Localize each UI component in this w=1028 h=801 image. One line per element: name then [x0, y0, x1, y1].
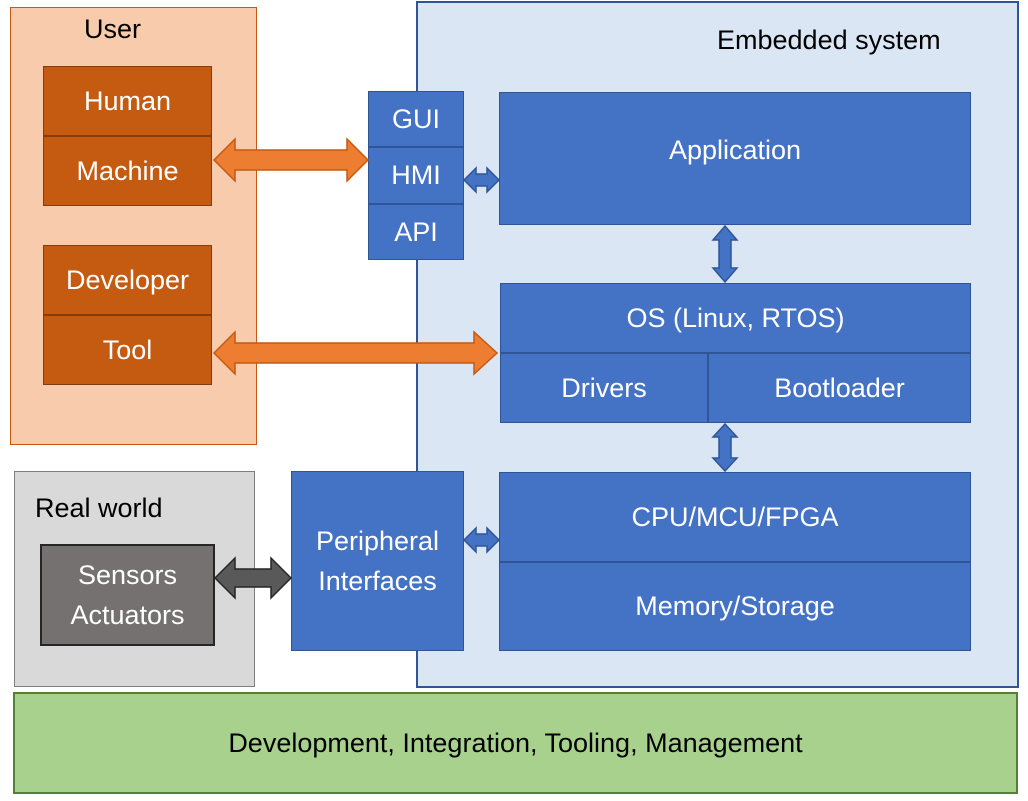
peripheral-label-line1: Peripheral — [315, 526, 440, 556]
drivers-box: Drivers — [500, 353, 708, 423]
tool-label: Tool — [102, 334, 153, 365]
developer-box: Developer — [43, 245, 212, 315]
cpu-label: CPU/MCU/FPGA — [631, 501, 839, 532]
human-box: Human — [43, 66, 212, 136]
real-world-title: Real world — [35, 493, 163, 523]
hmi-application-arrow — [462, 166, 501, 194]
developer-label: Developer — [65, 264, 190, 295]
hmi-label: HMI — [391, 160, 441, 190]
footer-label: Development, Integration, Tooling, Manag… — [228, 727, 803, 758]
tool-os-arrow — [212, 330, 499, 376]
bootloader-box: Bootloader — [708, 353, 971, 423]
os-box: OS (Linux, RTOS) — [500, 283, 971, 353]
drivers-label: Drivers — [561, 372, 647, 403]
development-footer: Development, Integration, Tooling, Manag… — [13, 692, 1018, 794]
hmi-box: HMI — [368, 147, 464, 204]
gui-label: GUI — [391, 103, 440, 134]
peripheral-cpu-arrow — [462, 526, 501, 554]
bootloader-label: Bootloader — [774, 372, 905, 403]
gui-box: GUI — [368, 91, 464, 147]
peripheral-interfaces-box: Peripheral Interfaces — [291, 471, 464, 651]
sensors-label: Sensors — [77, 560, 178, 590]
machine-label: Machine — [76, 155, 179, 186]
sensors-peripheral-arrow — [213, 556, 293, 600]
tool-box: Tool — [43, 315, 212, 385]
human-label: Human — [83, 85, 172, 116]
user-title: User — [84, 14, 142, 44]
os-label: OS (Linux, RTOS) — [626, 302, 845, 333]
os-cpu-arrow — [711, 422, 739, 473]
application-box: Application — [499, 92, 971, 225]
machine-box: Machine — [43, 136, 212, 206]
application-label: Application — [668, 135, 802, 165]
application-os-arrow — [711, 224, 739, 284]
cpu-box: CPU/MCU/FPGA — [499, 472, 971, 562]
embedded-system-title: Embedded system — [717, 25, 941, 55]
memory-label: Memory/Storage — [635, 591, 835, 621]
peripheral-label-line2: Interfaces — [318, 566, 437, 596]
actuators-label: Actuators — [70, 600, 185, 630]
api-label: API — [394, 216, 438, 247]
memory-box: Memory/Storage — [499, 562, 971, 651]
sensors-actuators-box: Sensors Actuators — [40, 544, 215, 646]
api-box: API — [368, 204, 464, 260]
machine-hmi-arrow — [212, 137, 370, 183]
